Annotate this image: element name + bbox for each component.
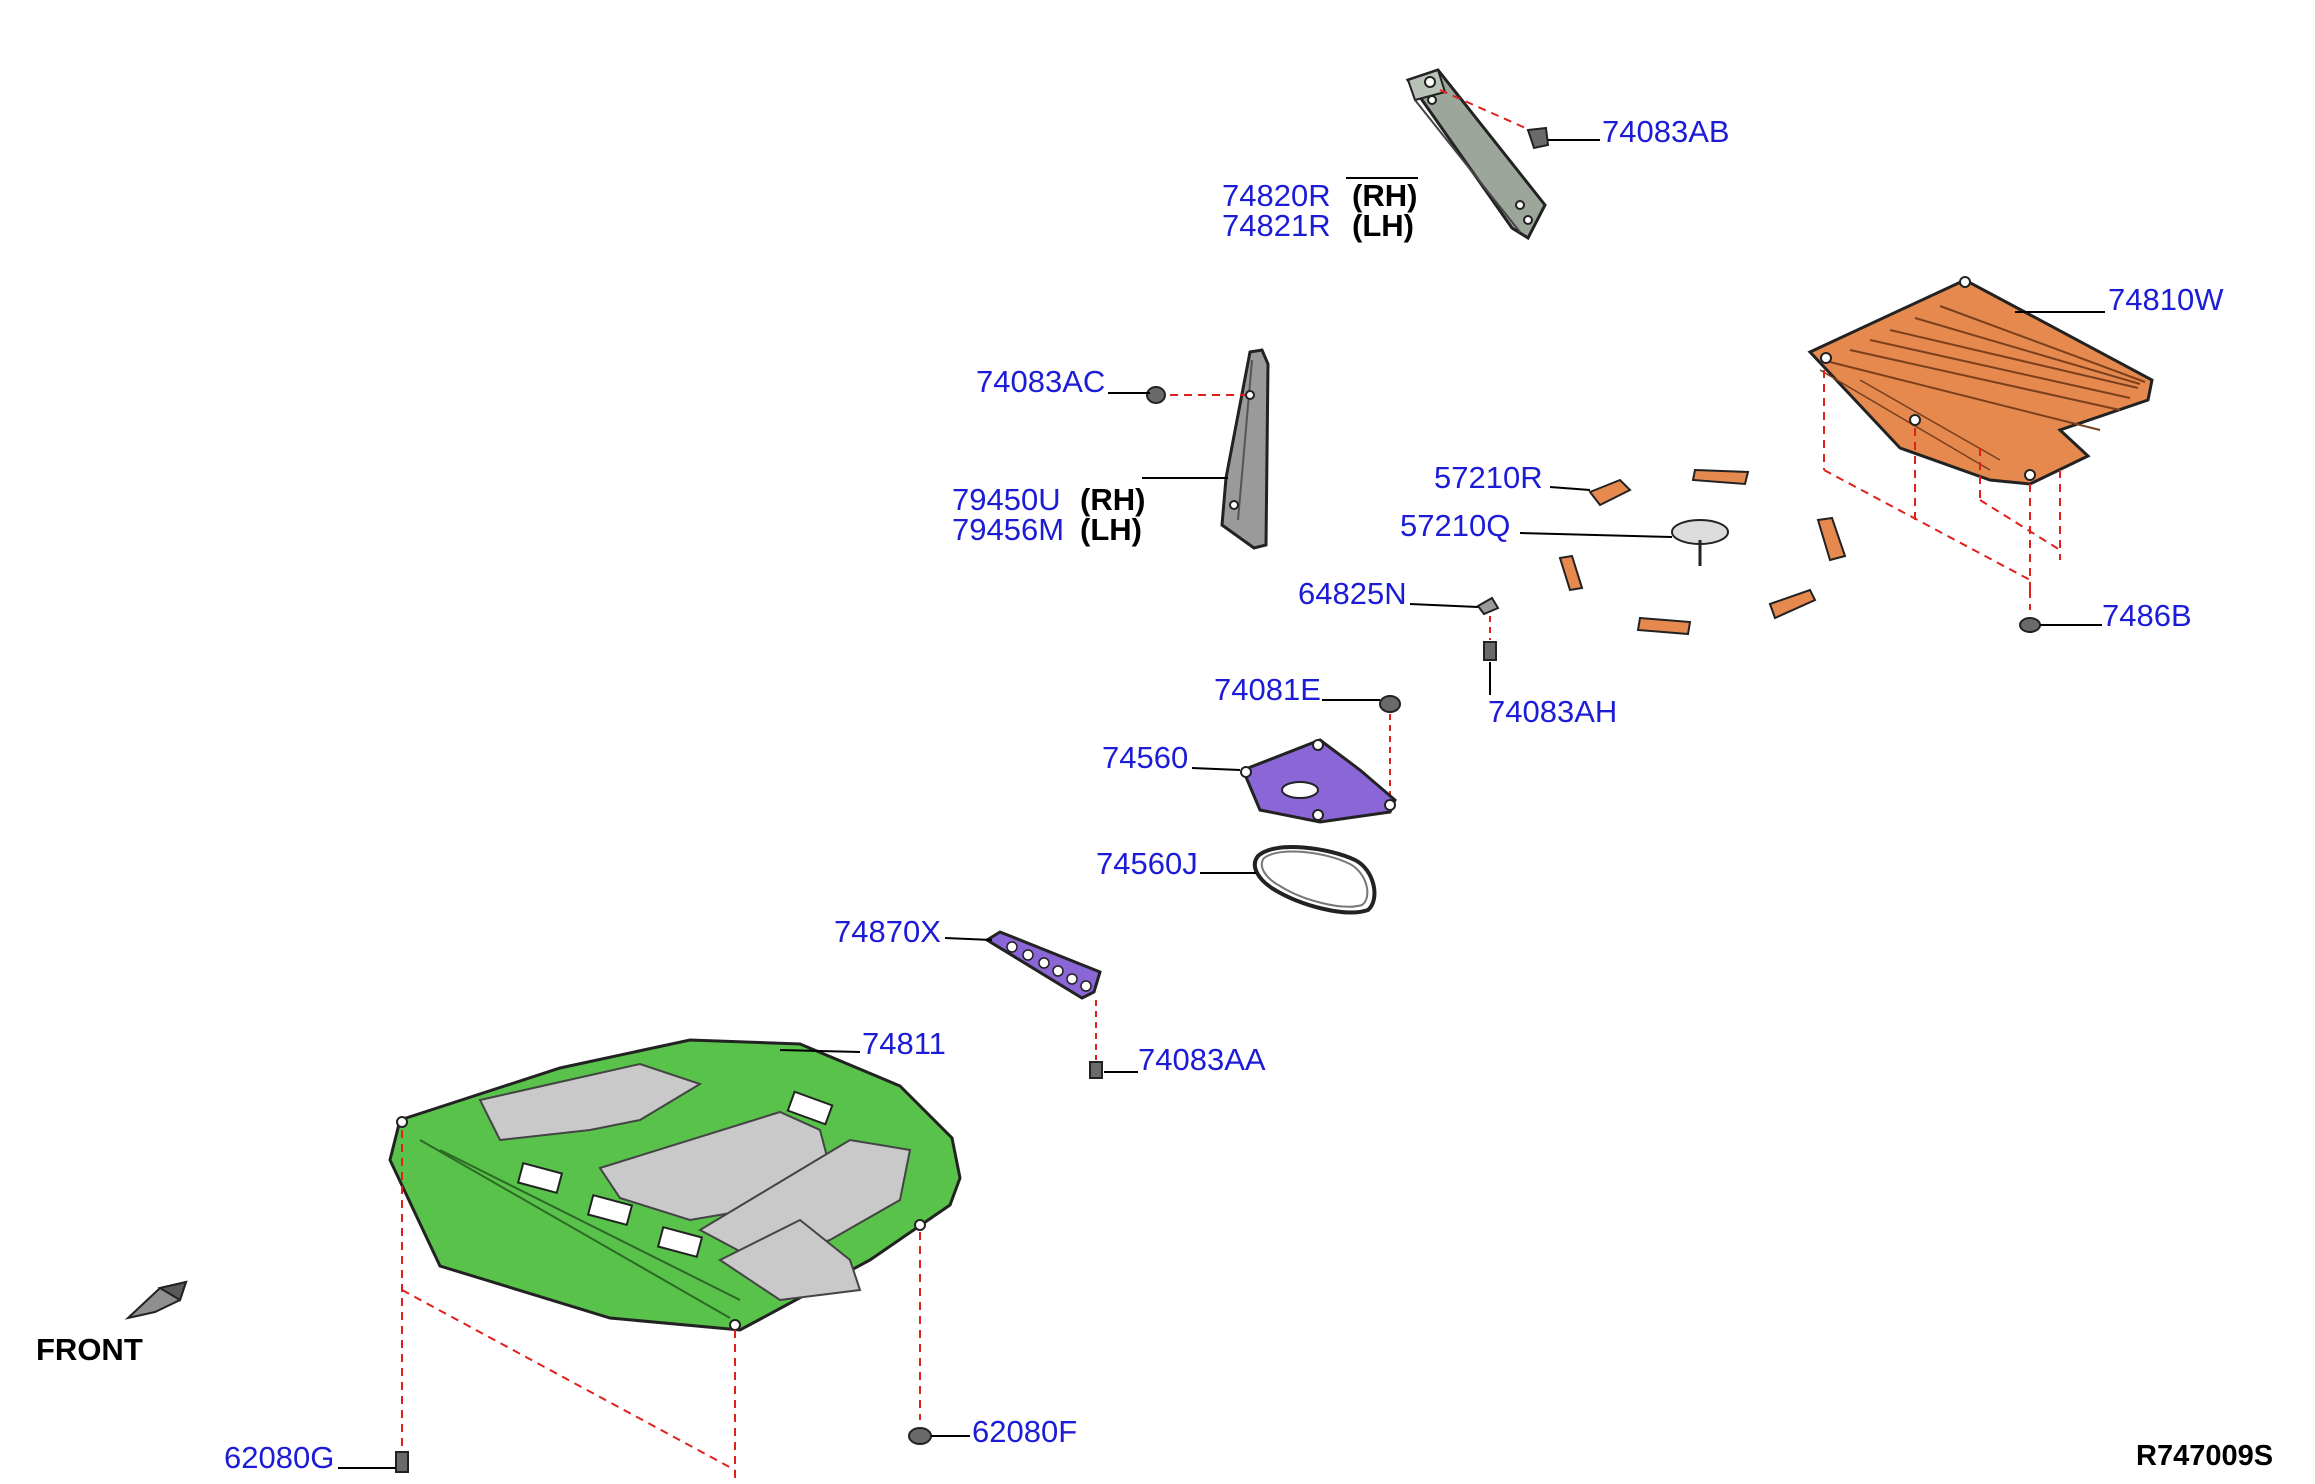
part-label-74083AB[interactable]: 74083AB [1602,114,1730,149]
rear-under-cover-74810W-drawing [1807,276,2154,610]
clip-7486B-drawing [2019,617,2102,633]
pads-57210R-drawing [1549,468,1847,636]
part-label-74560[interactable]: 74560 [1102,740,1189,775]
part-label-74083AA[interactable]: 74083AA [1138,1042,1266,1077]
bolt-74083AH-drawing [1483,641,1497,695]
part-label-74081E[interactable]: 74081E [1214,672,1321,707]
bracket-64825N-drawing [1409,596,1500,640]
part-label-64825N[interactable]: 64825N [1298,576,1407,611]
cover-74560-drawing [1191,738,1397,824]
clip-74081E-drawing [1322,695,1401,800]
part-label-74870X[interactable]: 74870X [834,914,941,949]
part-label-74821R[interactable]: 74821R [1222,208,1331,243]
part-label-57210R[interactable]: 57210R [1434,460,1543,495]
bolt-62080G-drawing [338,1451,409,1473]
part-label-62080G[interactable]: 62080G [224,1440,335,1475]
part-label-7486B[interactable]: 7486B [2102,598,2192,633]
part-label-74820R[interactable]: 74820R [1222,178,1331,213]
part-label-74083AC[interactable]: 74083AC [976,364,1106,399]
part-label-74810W[interactable]: 74810W [2108,282,2224,317]
grommet-57210Q-drawing [1519,519,1729,566]
part-label-62080F[interactable]: 62080F [972,1414,1078,1449]
side-label-74820R: (RH) [1352,178,1418,213]
garnish-79450U-drawing [1220,348,1270,550]
bolt-74083AA-drawing [1089,1061,1138,1079]
front-label: FRONT [36,1332,143,1367]
seal-74560J-drawing [1200,845,1377,915]
bracket-74820R-drawing [1405,68,1547,241]
front-under-cover-74811-drawing [388,1038,962,1480]
side-label-79450U: (RH) [1080,482,1146,517]
part-label-74083AH[interactable]: 74083AH [1488,694,1618,729]
reference-code: R747009S [2136,1440,2274,1472]
part-label-57210Q[interactable]: 57210Q [1400,508,1511,543]
front-arrow-icon [124,1280,188,1320]
clip-62080F-drawing [908,1427,970,1445]
part-label-74560J[interactable]: 74560J [1096,846,1198,881]
clip-74083AB-drawing [1439,89,1600,150]
side-label-79456M: (LH) [1080,512,1142,547]
plate-74870X-drawing [944,930,1102,1060]
part-label-79450U[interactable]: 79450U [952,482,1061,517]
side-label-74821R: (LH) [1352,208,1414,243]
clip-74083AC-drawing [1108,386,1245,404]
part-label-79456M[interactable]: 79456M [952,512,1065,547]
part-label-74811[interactable]: 74811 [862,1026,946,1061]
